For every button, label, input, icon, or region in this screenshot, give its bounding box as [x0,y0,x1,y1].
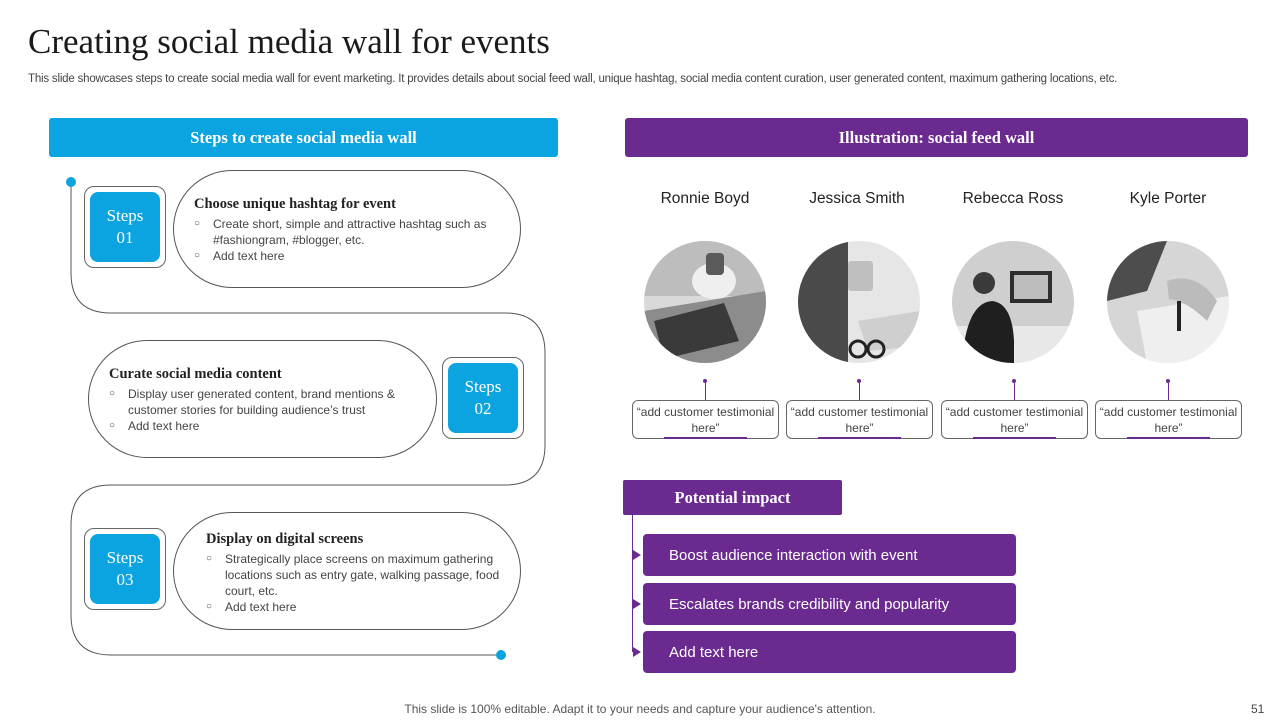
testimonial-box-3: “add customer testimonial here” [941,400,1088,439]
testimonial-box-2: “add customer testimonial here” [786,400,933,439]
avatar-photo-2 [798,241,920,363]
step-03-card: Display on digital screens Strategically… [173,512,521,630]
step-03-bullet-2: Add text here [206,599,500,615]
step-02-heading: Curate social media content [109,366,282,382]
step-02-frame: Steps 02 [442,357,524,439]
step-03-frame: Steps 03 [84,528,166,610]
person-name-4: Kyle Porter [1129,190,1207,207]
step-02-card: Curate social media content Display user… [88,340,437,458]
stem-dot-2 [857,379,861,383]
slide-title: Creating social media wall for events [28,22,550,61]
step-02-number: 02 [474,399,492,418]
person-name-2: Jessica Smith [809,190,905,207]
testimonial-underline-2 [818,437,901,439]
avatar-photo-1 [644,241,766,363]
track-end-dot [496,650,506,660]
step-03-word: Steps [106,548,144,567]
slide-subtitle: This slide showcases steps to create soc… [28,73,1118,85]
impact-arrow-1-icon [633,550,641,560]
avatar-photo-4 [1107,241,1229,363]
step-02-bullet-1: Display user generated content, brand me… [109,386,416,418]
steps-header: Steps to create social media wall [49,118,558,157]
step-02-badge: Steps 02 [448,363,518,433]
testimonial-box-1: “add customer testimonial here” [632,400,779,439]
person-name-1: Ronnie Boyd [660,190,750,207]
stem-dot-1 [703,379,707,383]
impact-item-1: Boost audience interaction with event [643,534,1016,576]
page-number: 51 [1251,702,1265,716]
impact-connector-line [632,515,633,652]
impact-header: Potential impact [623,480,842,515]
step-01-number: 01 [116,228,134,247]
illustration-header: Illustration: social feed wall [625,118,1248,157]
steps-connector-track [66,177,546,660]
stem-line-2 [859,383,860,400]
stem-dot-4 [1166,379,1170,383]
step-03-number: 03 [116,570,134,589]
testimonial-box-4: “add customer testimonial here” [1095,400,1242,439]
impact-arrow-2-icon [633,599,641,609]
stem-line-4 [1168,383,1169,400]
step-01-bullet-2: Add text here [194,248,500,264]
impact-item-2: Escalates brands credibility and popular… [643,583,1016,625]
impact-item-3: Add text here [643,631,1016,673]
avatar-photo-3 [952,241,1074,363]
testimonial-underline-3 [973,437,1056,439]
testimonial-underline-1 [664,437,747,439]
step-01-card: Choose unique hashtag for event Create s… [173,170,521,288]
step-01-bullet-1: Create short, simple and attractive hash… [194,216,500,248]
stem-dot-3 [1012,379,1016,383]
stem-line-3 [1014,383,1015,400]
person-name-3: Rebecca Ross [962,190,1064,207]
step-03-heading: Display on digital screens [206,531,364,547]
step-01-badge: Steps 01 [90,192,160,262]
step-02-word: Steps [464,377,502,396]
step-02-bullet-2: Add text here [109,418,416,434]
step-01-heading: Choose unique hashtag for event [194,196,396,212]
step-01-word: Steps [106,206,144,225]
track-start-dot [66,177,76,187]
stem-line-1 [705,383,706,400]
testimonial-underline-4 [1127,437,1210,439]
step-03-badge: Steps 03 [90,534,160,604]
step-03-bullet-1: Strategically place screens on maximum g… [206,551,500,599]
step-01-frame: Steps 01 [84,186,166,268]
impact-arrow-3-icon [633,647,641,657]
slide-footer: This slide is 100% editable. Adapt it to… [404,702,876,716]
